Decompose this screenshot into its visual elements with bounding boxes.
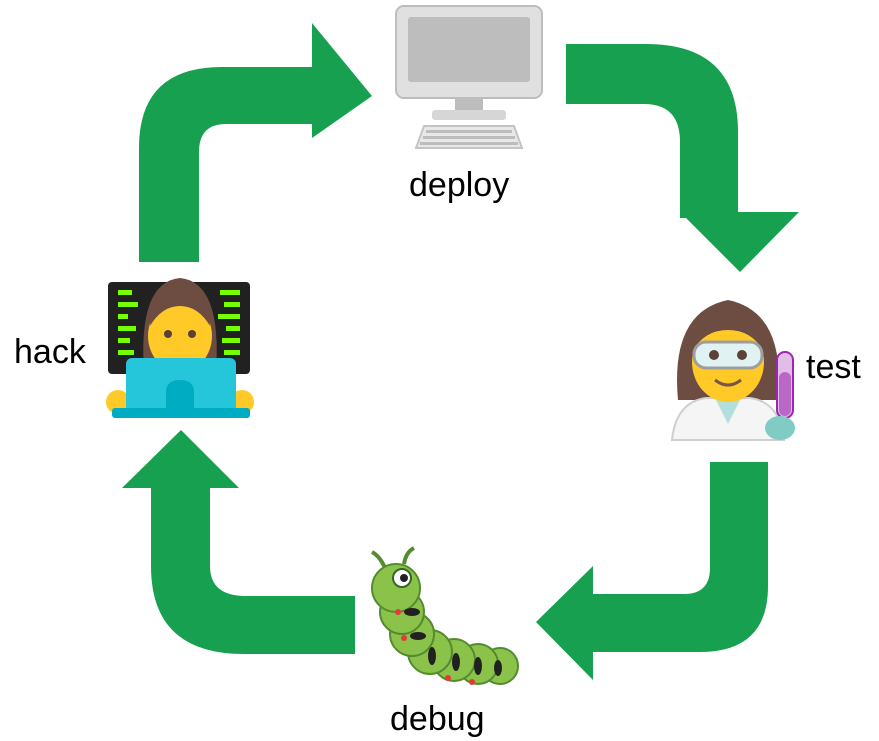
desktop-computer-icon xyxy=(395,5,543,149)
woman-technologist-icon xyxy=(106,278,254,418)
deploy-label: deploy xyxy=(409,166,510,204)
debug-label: debug xyxy=(390,700,485,738)
test-label: test xyxy=(806,348,861,386)
arrow-test-to-debug xyxy=(536,462,768,680)
caterpillar-bug-icon xyxy=(371,546,519,685)
arrow-hack-to-deploy xyxy=(139,23,372,262)
arrow-debug-to-hack xyxy=(122,430,355,654)
arrow-deploy-to-test xyxy=(566,44,799,272)
hack-label: hack xyxy=(14,333,86,371)
woman-scientist-icon xyxy=(670,300,795,441)
